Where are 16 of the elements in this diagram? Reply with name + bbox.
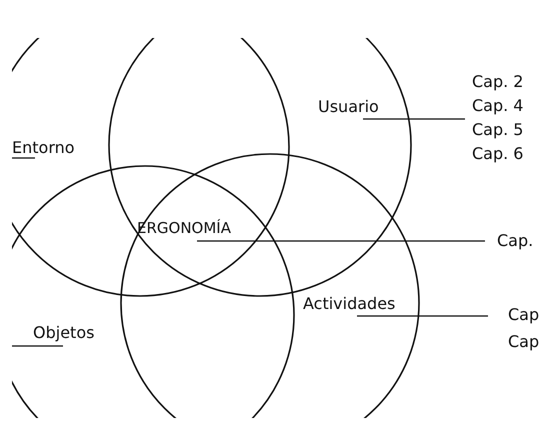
circle-label: Objetos <box>33 324 94 342</box>
leader-line <box>12 345 63 347</box>
leader-line <box>197 240 485 242</box>
leader-line <box>357 315 488 317</box>
circle-label: Entorno <box>12 139 75 157</box>
circle-label: Usuario <box>318 98 379 116</box>
chapter-reference: Cap. 4 <box>472 97 524 115</box>
chapter-reference: Cap. 5 <box>472 121 524 139</box>
chapter-reference: Cap. 2 <box>472 73 524 91</box>
chapter-reference: Cap <box>508 333 540 351</box>
leader-line <box>12 157 35 159</box>
chapter-reference: Cap. 6 <box>472 145 524 163</box>
circle-label: Actividades <box>303 295 396 313</box>
chapter-reference: Cap. <box>497 232 534 250</box>
leader-line <box>363 118 465 120</box>
chapter-reference: Cap <box>508 306 540 324</box>
